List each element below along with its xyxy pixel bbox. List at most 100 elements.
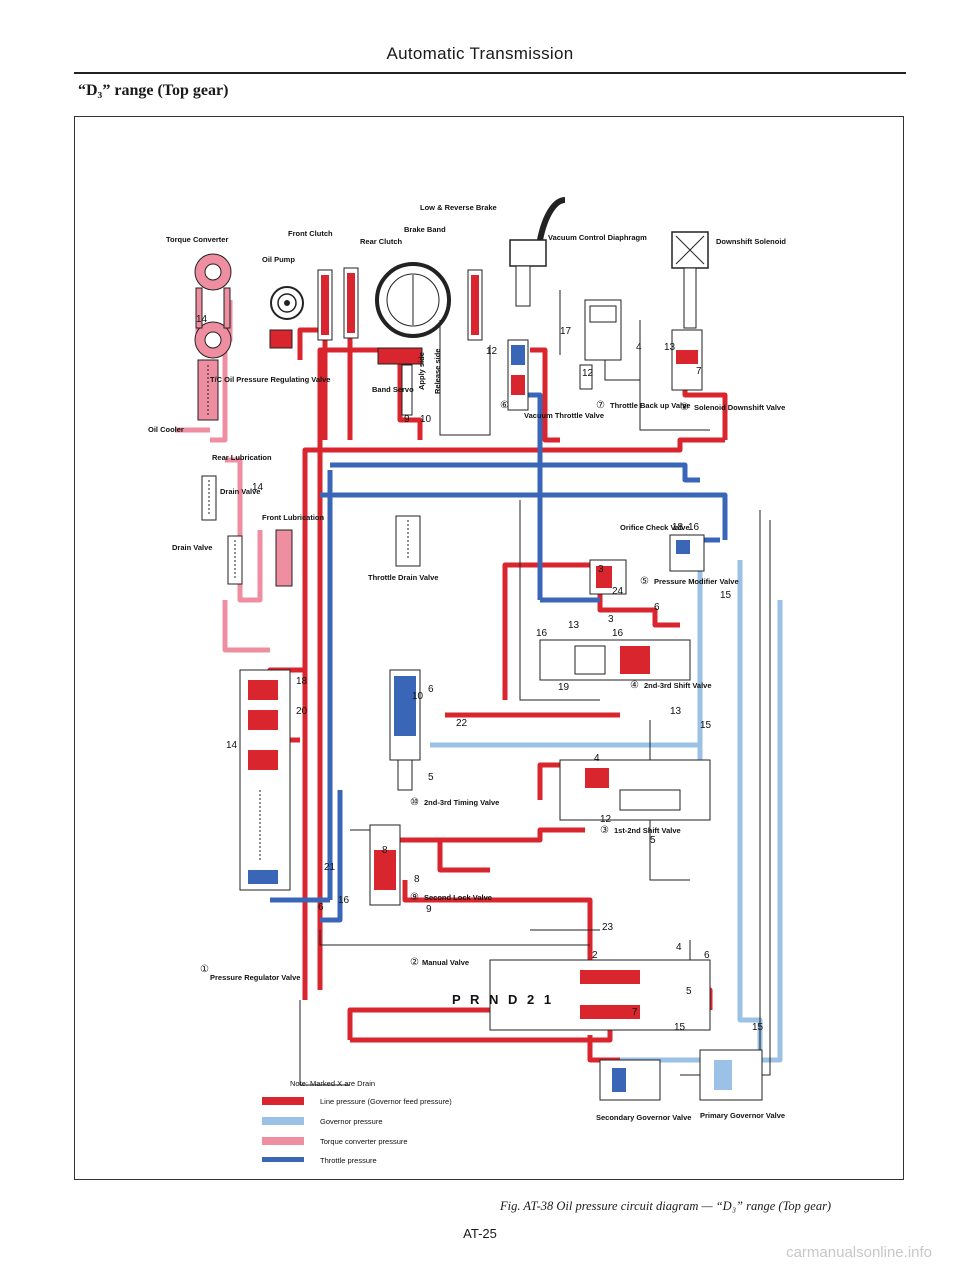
red-pump-feed [297,327,320,360]
port-number: 18 [296,676,308,687]
label-throttle-drain-valve: Throttle Drain Valve [368,573,438,582]
label-drain-valve-upper: Drain Valve [220,487,260,496]
label-pressure-modifier-valve: Pressure Modifier Valve [654,577,739,586]
label-drain-valve-left: Drain Valve [172,543,212,552]
port-number: 16 [536,628,548,639]
legend-label-torque-converter-pressure: Torque converter pressure [320,1137,408,1146]
oil-pump [269,286,304,349]
red-left-vertical [317,347,360,990]
port-number: 5 [686,986,692,997]
marker-5: ⑤ [640,576,649,587]
legend-swatch-governor-pressure [262,1117,304,1125]
red-timing [440,827,585,843]
blue-top-run [330,462,700,483]
port-number: 9 [426,904,432,915]
port-number: 4 [636,342,642,353]
port-number: 16 [688,522,700,533]
brake-band-drum [375,262,451,338]
downshift-solenoid [671,231,709,329]
blue-second-run [320,492,728,540]
port-number: 9 [404,414,410,425]
secondary-governor-valve [599,1059,661,1101]
throttle-drain-valve [395,515,421,567]
pink-lube [225,457,263,603]
timing-valve-2-3 [389,669,421,791]
front-lubrication-valve [275,529,293,587]
red-pm-run [597,590,680,628]
port-number: 8 [382,845,388,856]
watermark: carmanualsonline.info [786,1244,932,1261]
port-number: 6 [428,684,434,695]
throttle-back-up-valve [579,299,622,390]
port-number: 3 [598,564,604,575]
label-timing-valve-2-3: 2nd-3rd Timing Valve [424,798,499,807]
gov-right-down-2 [737,560,763,1060]
manual-valve [489,959,711,1031]
gov-right-down-3 [620,600,783,1063]
label-downshift-solenoid: Downshift Solenoid [716,237,786,246]
pink-drain [222,600,270,653]
label-pressure-regulator-valve: Pressure Regulator Valve [210,973,300,982]
thin-passages [299,290,771,1086]
marker-8: ⑧ [680,402,689,413]
port-number: 7 [632,1007,638,1018]
second-lock-valve [369,824,401,906]
torque-converter-circuit [175,300,270,653]
vacuum-throttle-valve [507,339,529,411]
shift-valve-1-2 [559,759,711,821]
label-primary-governor-valve: Primary Governor Valve [700,1111,785,1120]
port-number: 13 [568,620,580,631]
port-number: 24 [612,586,624,597]
label-front-clutch: Front Clutch [288,229,333,238]
tc-oil-pressure-regulating-valve [197,359,219,421]
diagram-frame [74,116,904,1180]
port-number: 14 [196,314,208,325]
port-number: 8 [414,874,420,885]
port-numbers: 14 12 17 4 13 12 7 9 10 18 16 3 24 6 15 … [196,314,764,1033]
label-low-reverse-brake: Low & Reverse Brake [420,203,497,212]
label-manual-valve: Manual Valve [422,958,469,967]
legend-note: Note: Marked X are Drain [290,1079,375,1088]
label-tc-regulating-valve: T/C Oil Pressure Regulating Valve [210,375,330,384]
legend-swatch-throttle-pressure [262,1157,304,1162]
label-shift-valve-1-2: 1st-2nd Shift Valve [614,826,681,835]
pink-tc-down [210,340,228,443]
port-number: 21 [324,862,336,873]
marker-10: ⑩ [410,797,419,808]
label-apply-side: Apply side [417,352,426,390]
label-band-servo: Band Servo [372,385,414,394]
port-number: 7 [696,366,702,377]
port-number: 20 [296,706,308,717]
pressure-regulator-valve [239,669,291,891]
port-number: 2 [592,950,598,961]
port-number: 15 [700,720,712,731]
port-number: 19 [558,682,570,693]
port-number: 12 [600,814,612,825]
label-oil-cooler: Oil Cooler [148,425,184,434]
marker-2: ② [410,957,419,968]
label-secondary-governor-valve: Secondary Governor Valve [596,1113,691,1122]
red-vacuum-feed [530,347,560,443]
port-number: 14 [252,482,264,493]
port-number: 17 [560,326,572,337]
label-orifice-check-valve: Orifice Check Valve [620,523,690,532]
port-number: 6 [318,902,324,913]
port-number: 15 [720,590,732,601]
marker-6: ⑥ [500,400,509,411]
port-number: 3 [608,614,614,625]
port-number: 4 [594,753,600,764]
red-second-lock [382,837,490,873]
band-servo [377,347,423,416]
port-number: 23 [602,922,614,933]
orifice-check-valve [669,534,705,572]
port-number: 10 [412,691,424,702]
component-labels: Torque Converter Oil Pump Front Clutch R… [148,203,786,1122]
marker-9: ⑨ [410,892,419,903]
port-number: 15 [674,1022,686,1033]
pressure-modifier-valve [589,559,627,595]
port-number: 6 [654,602,660,613]
marker-1: ① [200,964,209,975]
valve-number-markers: ① ② ③ ④ ⑤ ⑥ ⑦ ⑧ ⑨ ⑩ [200,400,689,975]
red-manual-feed [402,880,593,960]
title-rule [74,72,906,74]
